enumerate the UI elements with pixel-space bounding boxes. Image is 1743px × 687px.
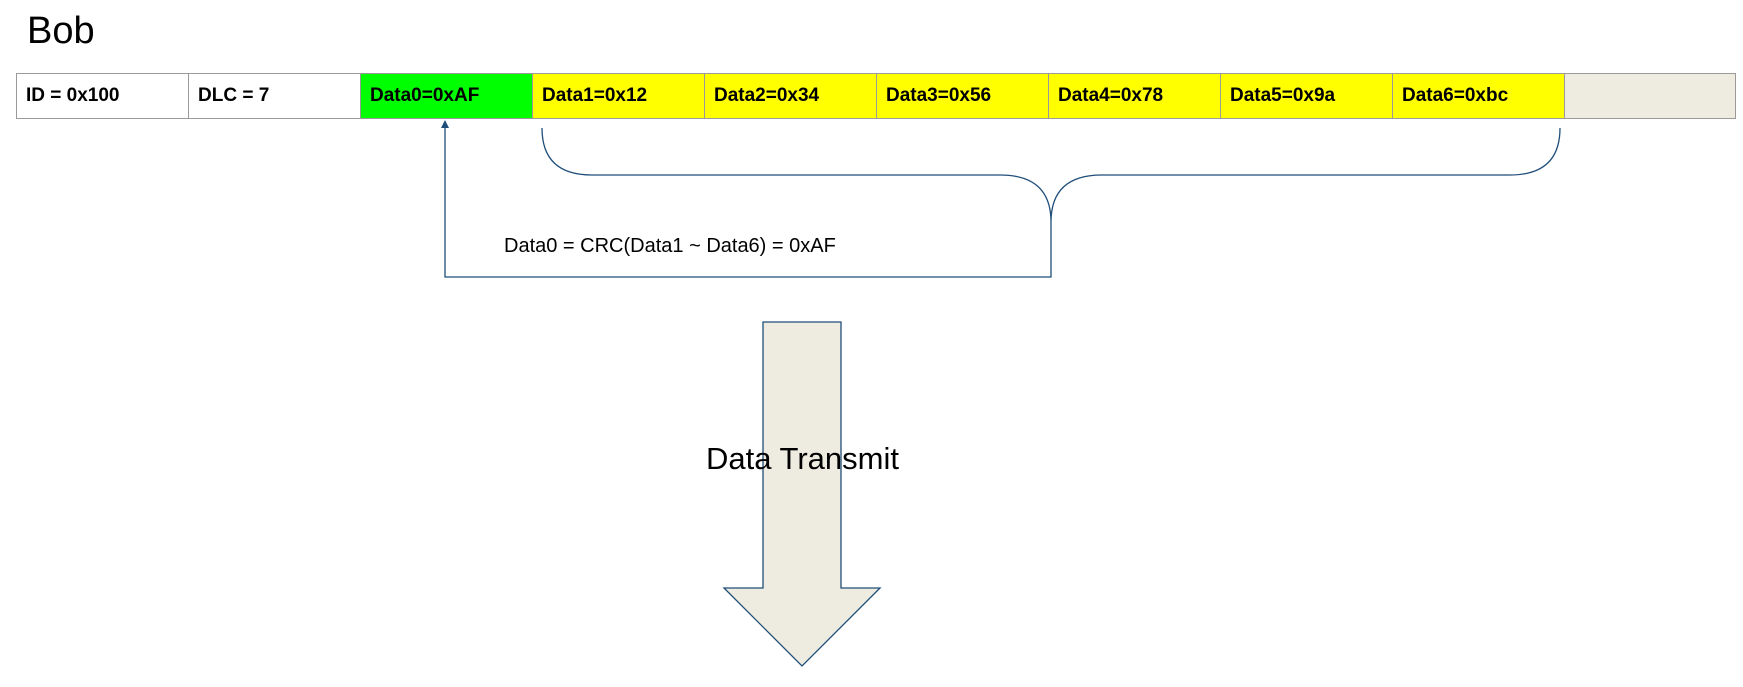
transmit-label: Data Transmit	[706, 441, 899, 476]
crc-connector-line	[441, 120, 1052, 278]
frame-field-dlc: DLC = 7	[189, 74, 361, 118]
frame-field-data6: Data6=0xbc	[1393, 74, 1565, 118]
diagram-title: Bob	[27, 10, 95, 52]
data-range-brace	[541, 127, 1561, 223]
frame-field-unused	[1565, 74, 1736, 118]
frame-field-data4: Data4=0x78	[1049, 74, 1221, 118]
frame-field-id: ID = 0x100	[17, 74, 189, 118]
frame-field-data5: Data5=0x9a	[1221, 74, 1393, 118]
frame-field-data3: Data3=0x56	[877, 74, 1049, 118]
frame-field-data0: Data0=0xAF	[361, 74, 533, 118]
crc-formula: Data0 = CRC(Data1 ~ Data6) = 0xAF	[504, 235, 836, 257]
transmit-arrow	[722, 321, 882, 667]
frame-field-data2: Data2=0x34	[705, 74, 877, 118]
can-frame: ID = 0x100 DLC = 7 Data0=0xAF Data1=0x12…	[16, 73, 1736, 119]
frame-field-data1: Data1=0x12	[533, 74, 705, 118]
